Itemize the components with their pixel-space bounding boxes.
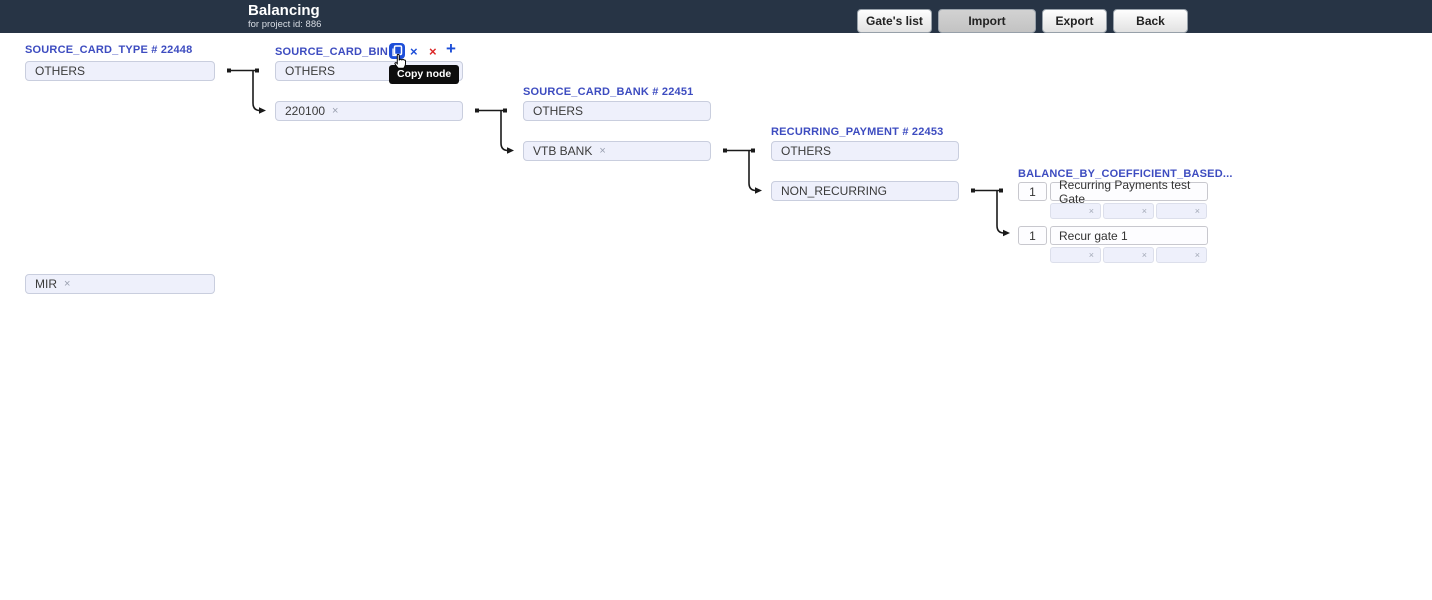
node-box-recurring-payment-others[interactable]: OTHERS xyxy=(771,141,959,161)
node-chip-label: MIR xyxy=(35,277,57,291)
remove-icon[interactable]: × xyxy=(1088,206,1094,216)
column-title-source-card-bank[interactable]: SOURCE_CARD_BANK # 22451 xyxy=(523,86,694,98)
node-chip-vtb-bank[interactable]: VTB BANK × xyxy=(523,141,711,161)
gate-coefficient-input[interactable]: 1 xyxy=(1018,182,1047,201)
export-button[interactable]: Export xyxy=(1042,9,1107,33)
column-title-balance-by-coefficient[interactable]: BALANCE_BY_COEFFICIENT_BASED... xyxy=(1018,168,1233,180)
gate-coefficient-input[interactable]: 1 xyxy=(1018,226,1047,245)
add-node-icon[interactable]: + xyxy=(446,39,456,58)
node-box-source-card-bank-others[interactable]: OTHERS xyxy=(523,101,711,121)
node-box-label: NON_RECURRING xyxy=(781,184,888,198)
node-box-label: OTHERS xyxy=(533,104,584,118)
remove-icon[interactable]: × xyxy=(1141,250,1147,260)
gate-name-box[interactable]: Recur gate 1 xyxy=(1050,226,1208,245)
node-box-non-recurring[interactable]: NON_RECURRING xyxy=(771,181,959,201)
gate-param-chip[interactable]: × xyxy=(1156,247,1207,263)
node-chip-220100[interactable]: 220100 × xyxy=(275,101,463,121)
delete-node-icon[interactable]: × xyxy=(429,44,437,59)
back-button[interactable]: Back xyxy=(1113,9,1188,33)
node-box-label: OTHERS xyxy=(285,64,336,78)
gate-param-chip[interactable]: × xyxy=(1156,203,1207,219)
copy-node-icon[interactable] xyxy=(389,43,405,59)
clear-node-icon[interactable]: × xyxy=(410,44,418,59)
app-header: Balancing for project id: 886 Gate's lis… xyxy=(0,0,1432,33)
gate-param-chip[interactable]: × xyxy=(1050,247,1101,263)
remove-icon[interactable]: × xyxy=(1194,206,1200,216)
node-chip-mir[interactable]: MIR × xyxy=(25,274,215,294)
page-subtitle: for project id: 886 xyxy=(248,19,322,30)
remove-icon[interactable]: × xyxy=(332,105,339,117)
copy-glyph xyxy=(392,45,403,57)
remove-icon[interactable]: × xyxy=(64,278,71,290)
remove-icon[interactable]: × xyxy=(1088,250,1094,260)
copy-node-tooltip: Copy node xyxy=(389,65,460,84)
node-box-source-card-type-others[interactable]: OTHERS xyxy=(25,61,215,81)
gate-param-chip[interactable]: × xyxy=(1050,203,1101,219)
remove-icon[interactable]: × xyxy=(1194,250,1200,260)
gates-list-button[interactable]: Gate's list xyxy=(857,9,932,33)
column-title-recurring-payment[interactable]: RECURRING_PAYMENT # 22453 xyxy=(771,126,944,138)
connector-line xyxy=(475,108,514,154)
gate-param-chip[interactable]: × xyxy=(1103,203,1154,219)
title-block: Balancing for project id: 886 xyxy=(248,2,322,31)
node-chip-label: 220100 xyxy=(285,104,326,118)
node-chip-label: VTB BANK xyxy=(533,144,593,158)
page-title: Balancing xyxy=(248,2,320,19)
node-box-label: OTHERS xyxy=(781,144,832,158)
import-button[interactable]: Import xyxy=(938,9,1036,33)
gate-param-chip[interactable]: × xyxy=(1103,247,1154,263)
remove-icon[interactable]: × xyxy=(1141,206,1147,216)
column-title-source-card-bin[interactable]: SOURCE_CARD_BIN ... xyxy=(275,46,402,58)
node-box-label: OTHERS xyxy=(35,64,86,78)
remove-icon[interactable]: × xyxy=(599,145,606,157)
connector-line xyxy=(971,188,1010,237)
connector-line xyxy=(723,148,762,194)
connector-line xyxy=(227,68,266,114)
column-title-source-card-type[interactable]: SOURCE_CARD_TYPE # 22448 xyxy=(25,44,193,56)
gate-name-box[interactable]: Recurring Payments test Gate xyxy=(1050,178,1208,206)
